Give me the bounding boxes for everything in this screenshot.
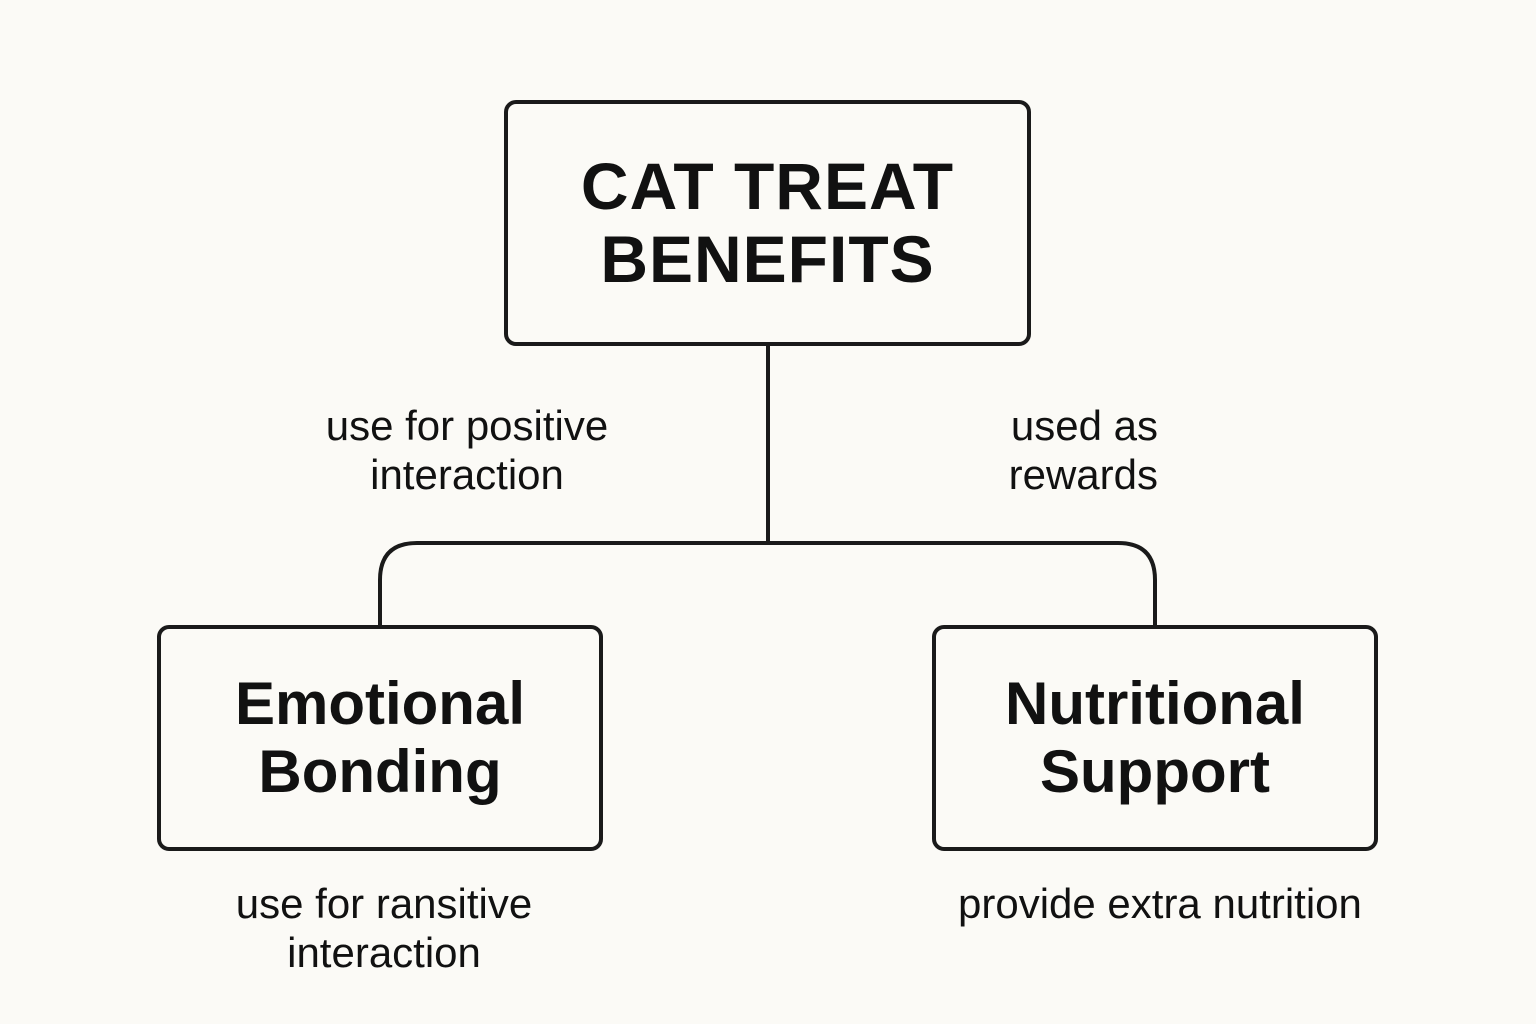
caption-right: provide extra nutrition (958, 879, 1362, 928)
caption-left: use for ransitive interaction (184, 879, 584, 977)
caption-right-line-1: provide extra nutrition (958, 880, 1362, 927)
root-node: CAT TREAT BENEFITS (504, 100, 1031, 346)
child-node-emotional-bonding: Emotional Bonding (157, 625, 603, 851)
child-node-nutritional-support: Nutritional Support (932, 625, 1378, 851)
child-node-left-line-2: Bonding (258, 738, 502, 805)
edge-label-right-line-1: used as (1010, 402, 1158, 449)
child-node-right-line-1: Nutritional (1005, 670, 1305, 737)
edge-label-right-line-2: rewards (1008, 451, 1158, 498)
root-node-title-line-1: CAT TREAT (580, 149, 955, 223)
caption-left-line-2: interaction (287, 929, 481, 976)
edge-label-left-line-1: use for positive (325, 402, 609, 449)
connector-branch (378, 541, 1157, 627)
root-node-title-line-2: BENEFITS (600, 222, 935, 296)
child-node-left-line-1: Emotional (234, 670, 525, 737)
caption-left-line-1: use for ransitive (235, 880, 533, 927)
edge-label-left: use for positive interaction (267, 401, 667, 499)
edge-label-left-line-2: interaction (370, 451, 564, 498)
child-node-right-line-2: Support (1040, 738, 1270, 805)
edge-label-right: used as rewards (758, 401, 1158, 499)
